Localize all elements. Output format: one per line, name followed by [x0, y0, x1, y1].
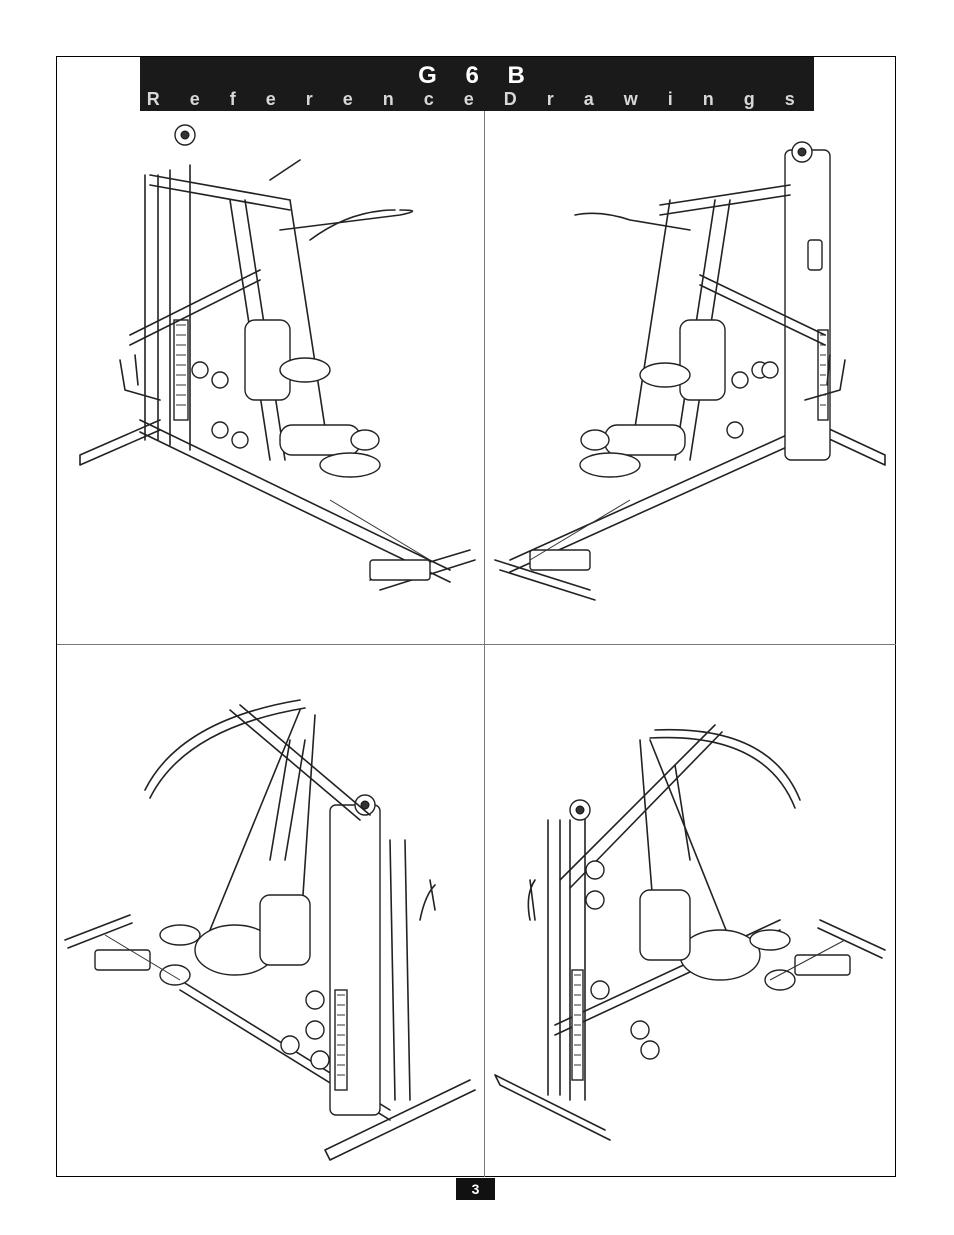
- home-gym-front-right-drawing: [490, 120, 890, 630]
- drawing-rear-left: [60, 680, 480, 1170]
- home-gym-rear-left-drawing: [60, 680, 480, 1170]
- page-title: G 6 B: [140, 63, 814, 89]
- drawing-front-left: [70, 120, 480, 630]
- home-gym-front-left-drawing: [70, 120, 480, 630]
- header-banner: G 6 B R e f e r e n c e D r a w i n g s: [140, 57, 814, 111]
- home-gym-rear-right-drawing: [490, 680, 890, 1170]
- page-subtitle: R e f e r e n c e D r a w i n g s: [140, 89, 814, 109]
- horizontal-divider: [57, 644, 896, 645]
- drawing-rear-right: [490, 680, 890, 1170]
- drawing-front-right: [490, 120, 890, 630]
- page-number: 3: [456, 1178, 495, 1200]
